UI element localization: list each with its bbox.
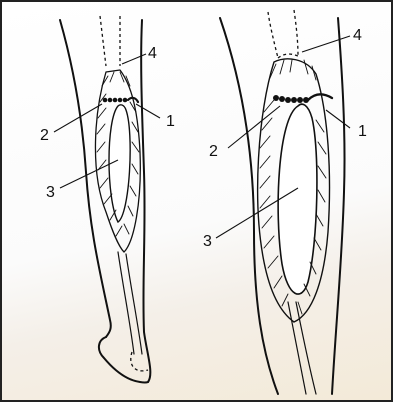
right-dot-row	[273, 95, 309, 103]
left-label-4: 4	[148, 45, 157, 62]
left-leg-drawing	[60, 16, 150, 382]
left-leg-outline-right	[141, 20, 150, 382]
right-inner-oval	[278, 104, 317, 294]
right-label-3: 3	[203, 233, 212, 250]
right-dashed-upper-3	[278, 54, 298, 58]
left-leg-outline-left	[60, 20, 111, 337]
right-dashed-upper-1	[268, 12, 278, 58]
left-tendon-2	[126, 254, 142, 354]
right-band	[308, 94, 332, 100]
left-dashed-upper-1	[100, 16, 106, 66]
right-label-1: 1	[358, 123, 367, 140]
right-leg-drawing	[220, 10, 345, 394]
left-tendon-1	[118, 252, 134, 354]
left-dot-row	[103, 98, 128, 103]
right-leg-outline-right	[332, 18, 345, 394]
right-tendon-2	[296, 302, 316, 394]
left-heel-dashed	[131, 352, 148, 371]
left-label-2: 2	[40, 127, 49, 144]
left-label-1: 1	[166, 113, 175, 130]
right-label-4: 4	[353, 27, 362, 44]
right-label-2: 2	[209, 143, 218, 160]
left-label-3: 3	[46, 184, 55, 201]
right-dashed-upper-2	[294, 10, 298, 56]
